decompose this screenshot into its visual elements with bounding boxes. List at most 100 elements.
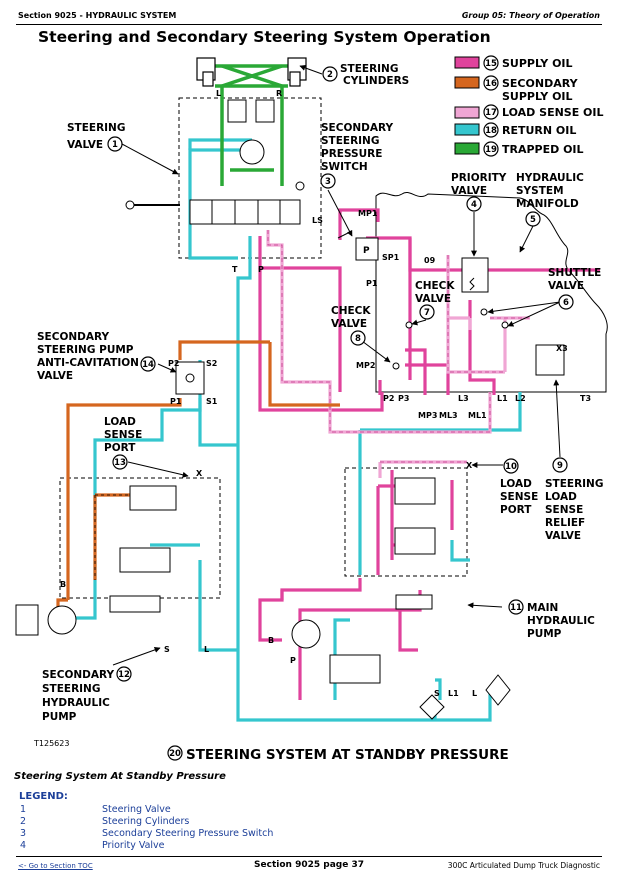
figure-caption: Steering System At Standby Pressure [14, 771, 226, 782]
port-label: L2 [515, 394, 526, 403]
callout-label: STEERING [321, 135, 379, 147]
callout-label: SECONDARY [42, 669, 115, 681]
manifold-outline [375, 192, 608, 393]
port-label: ML1 [468, 411, 487, 420]
key-num: 19 [485, 145, 497, 155]
port-label: X [466, 461, 473, 470]
callout-label: STEERING [42, 683, 100, 695]
callout-number: 14 [142, 360, 154, 370]
section-toc-link[interactable]: <- Go to Section TOC [18, 862, 93, 870]
port-label: L [472, 689, 477, 698]
callout-label: VALVE [548, 280, 584, 292]
page-number: Section 9025 page 37 [254, 860, 364, 870]
callout-label: HYDRAULIC [516, 172, 584, 184]
port-label: P2 [383, 394, 394, 403]
port-label: SP1 [382, 253, 400, 262]
callout-label: PRIORITY [451, 172, 507, 184]
port-label: L1 [497, 394, 508, 403]
port-label: S1 [206, 397, 218, 406]
callout-label: VALVE [451, 185, 487, 197]
callout-label: PUMP [42, 711, 77, 723]
port-label: S2 [206, 359, 217, 368]
port-label: P [258, 265, 264, 274]
main-hydraulic-pump [291, 619, 321, 649]
key-label: SUPPLY OIL [502, 90, 573, 103]
port-label: MP3 [418, 411, 437, 420]
callout-number: 6 [563, 298, 569, 308]
callout-number: 8 [355, 334, 361, 344]
port-label: P [290, 656, 296, 665]
callout-number: 5 [530, 215, 536, 225]
svg-text:P: P [363, 246, 370, 256]
trapped-oil-lines [215, 64, 288, 186]
port-label: B [268, 636, 274, 645]
port-label: T [232, 265, 238, 274]
port-label: P1 [170, 397, 182, 406]
port-label: L [204, 645, 209, 654]
port-label: B [60, 580, 66, 589]
port-label: ML3 [439, 411, 458, 420]
callout-label: SWITCH [321, 161, 368, 173]
steering-spool [189, 199, 301, 225]
oil-color-key: 15 16 17 18 19 SUPPLY OIL SECONDARY SUPP… [454, 55, 604, 157]
legend-title: LEGEND: [19, 791, 68, 802]
steering-cylinders [196, 57, 307, 87]
callout-number: 1 [112, 140, 118, 150]
callout-label: VALVE [331, 318, 367, 330]
callout-label: ANTI-CAVITATION [37, 357, 139, 369]
callout-label: VALVE [67, 139, 103, 151]
callout-label: HYDRAULIC [42, 697, 110, 709]
callout-number: 4 [471, 200, 477, 210]
key-label: SECONDARY [502, 77, 579, 90]
callout-label: SECONDARY [321, 122, 394, 134]
hydraulic-schematic: Steering and Secondary Steering System O… [15, 28, 608, 763]
callout-number: 20 [169, 749, 181, 759]
anti-cavitation-valve [175, 361, 205, 395]
port-label: S [434, 689, 440, 698]
callout-label: VALVE [415, 293, 451, 305]
page-header: Section 9025 - HYDRAULIC SYSTEM Group 05… [0, 0, 618, 28]
callout-number: 3 [325, 177, 331, 187]
port-label: S [164, 645, 170, 654]
callout-label: RELIEF [545, 517, 585, 529]
key-num: 16 [485, 79, 497, 89]
callout-label: STEERING [340, 63, 398, 75]
callout-label: SECONDARY [37, 331, 110, 343]
port-label: P2 [168, 359, 179, 368]
port-label: MP2 [356, 361, 375, 370]
diagram-title: Steering and Secondary Steering System O… [38, 28, 491, 46]
key-label: LOAD SENSE OIL [502, 106, 604, 119]
port-label: L [216, 89, 221, 98]
callout-label: LOAD [500, 478, 532, 490]
port-label: P3 [398, 394, 409, 403]
secondary-pump [47, 605, 77, 635]
callout-number: 13 [114, 458, 126, 468]
callout-number: 9 [557, 461, 563, 471]
port-label: X3 [556, 344, 568, 353]
port-label: R [276, 89, 282, 98]
key-num: 18 [485, 126, 497, 136]
legend-text: Steering Valve [102, 804, 171, 815]
port-label: MP1 [358, 209, 378, 218]
steering-valve-box [178, 97, 322, 259]
header-rule [16, 24, 602, 25]
legend-number: 4 [20, 840, 27, 851]
port-label: X [196, 469, 203, 478]
callout-number: 2 [327, 70, 333, 80]
callout-label: PRESSURE [321, 148, 382, 160]
port-label: T3 [580, 394, 591, 403]
legend-text: Priority Valve [102, 840, 165, 851]
figure-id: T125623 [33, 739, 69, 748]
callout-label: HYDRAULIC [527, 615, 595, 627]
callout-circles [107, 66, 574, 761]
group-heading: Group 05: Theory of Operation [461, 11, 600, 20]
callout-label: STEERING [67, 122, 125, 134]
pressure-switch [337, 231, 379, 261]
legend-number: 1 [20, 804, 27, 815]
diagram-subtitle: STEERING SYSTEM AT STANDBY PRESSURE [186, 747, 509, 763]
callout-label: CHECK [331, 305, 371, 317]
document-title: 300C Articulated Dump Truck Diagnostic [447, 861, 600, 870]
callout-labels: STEERING VALVE STEERING CYLINDERS SECOND… [37, 63, 603, 723]
callout-label: PORT [104, 442, 136, 454]
callout-label: LOAD [545, 491, 577, 503]
